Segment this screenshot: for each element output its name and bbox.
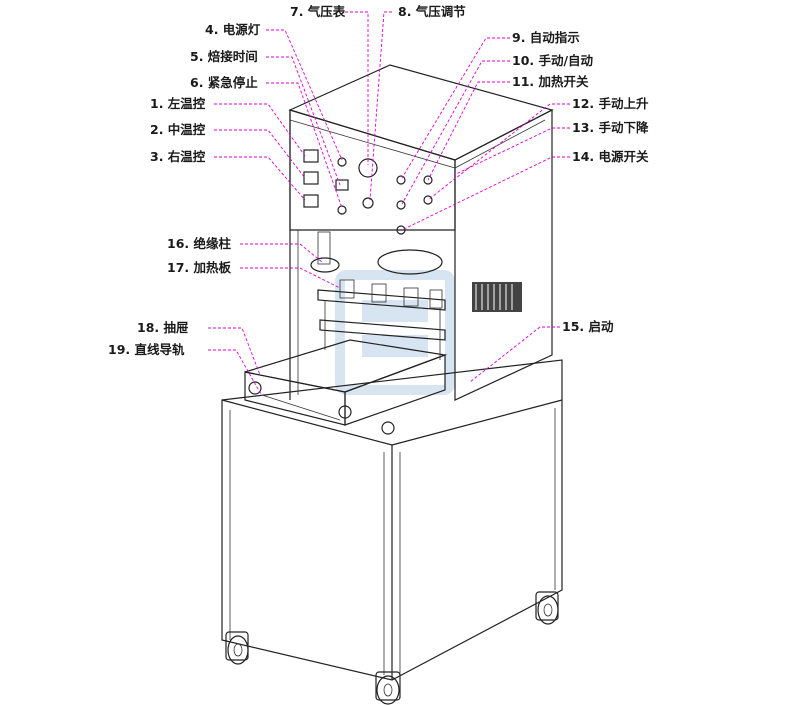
watermark — [335, 270, 455, 395]
callout-15: 15. 启动 — [562, 319, 614, 334]
callout-12: 12. 手动上升 — [572, 96, 649, 111]
callout-11: 11. 加热开关 — [512, 74, 589, 89]
callout-1: 1. 左温控 — [150, 96, 206, 111]
control-panel — [303, 149, 433, 235]
callout-labels: 1. 左温控 2. 中温控 3. 右温控 4. 电源灯 5. 焙接时间 6. 紧… — [108, 4, 649, 357]
upper-housing — [288, 64, 554, 401]
side-vents — [472, 282, 522, 312]
callout-18: 18. 抽屉 — [137, 320, 189, 335]
callout-19: 19. 直线导轨 — [108, 342, 185, 357]
cabinet-base — [221, 359, 563, 681]
drawer — [244, 339, 448, 435]
callout-8: 8. 气压调节 — [398, 4, 466, 19]
caster-wheels — [225, 591, 559, 705]
leader-lines — [208, 11, 570, 397]
callout-13: 13. 手动下降 — [572, 120, 649, 135]
heating-assembly — [310, 231, 446, 360]
callout-10: 10. 手动/自动 — [512, 53, 594, 68]
callout-5: 5. 焙接时间 — [190, 49, 258, 64]
callout-14: 14. 电源开关 — [572, 149, 649, 164]
callout-7: 7. 气压表 — [290, 4, 346, 19]
callout-9: 9. 自动指示 — [512, 30, 580, 45]
callout-4: 4. 电源灯 — [205, 22, 261, 37]
machine-drawing — [221, 64, 563, 705]
callout-16: 16. 绝缘柱 — [167, 236, 231, 251]
callout-17: 17. 加热板 — [167, 260, 231, 275]
callout-6: 6. 紧急停止 — [190, 75, 258, 90]
callout-3: 3. 右温控 — [150, 149, 206, 164]
callout-2: 2. 中温控 — [150, 122, 206, 137]
